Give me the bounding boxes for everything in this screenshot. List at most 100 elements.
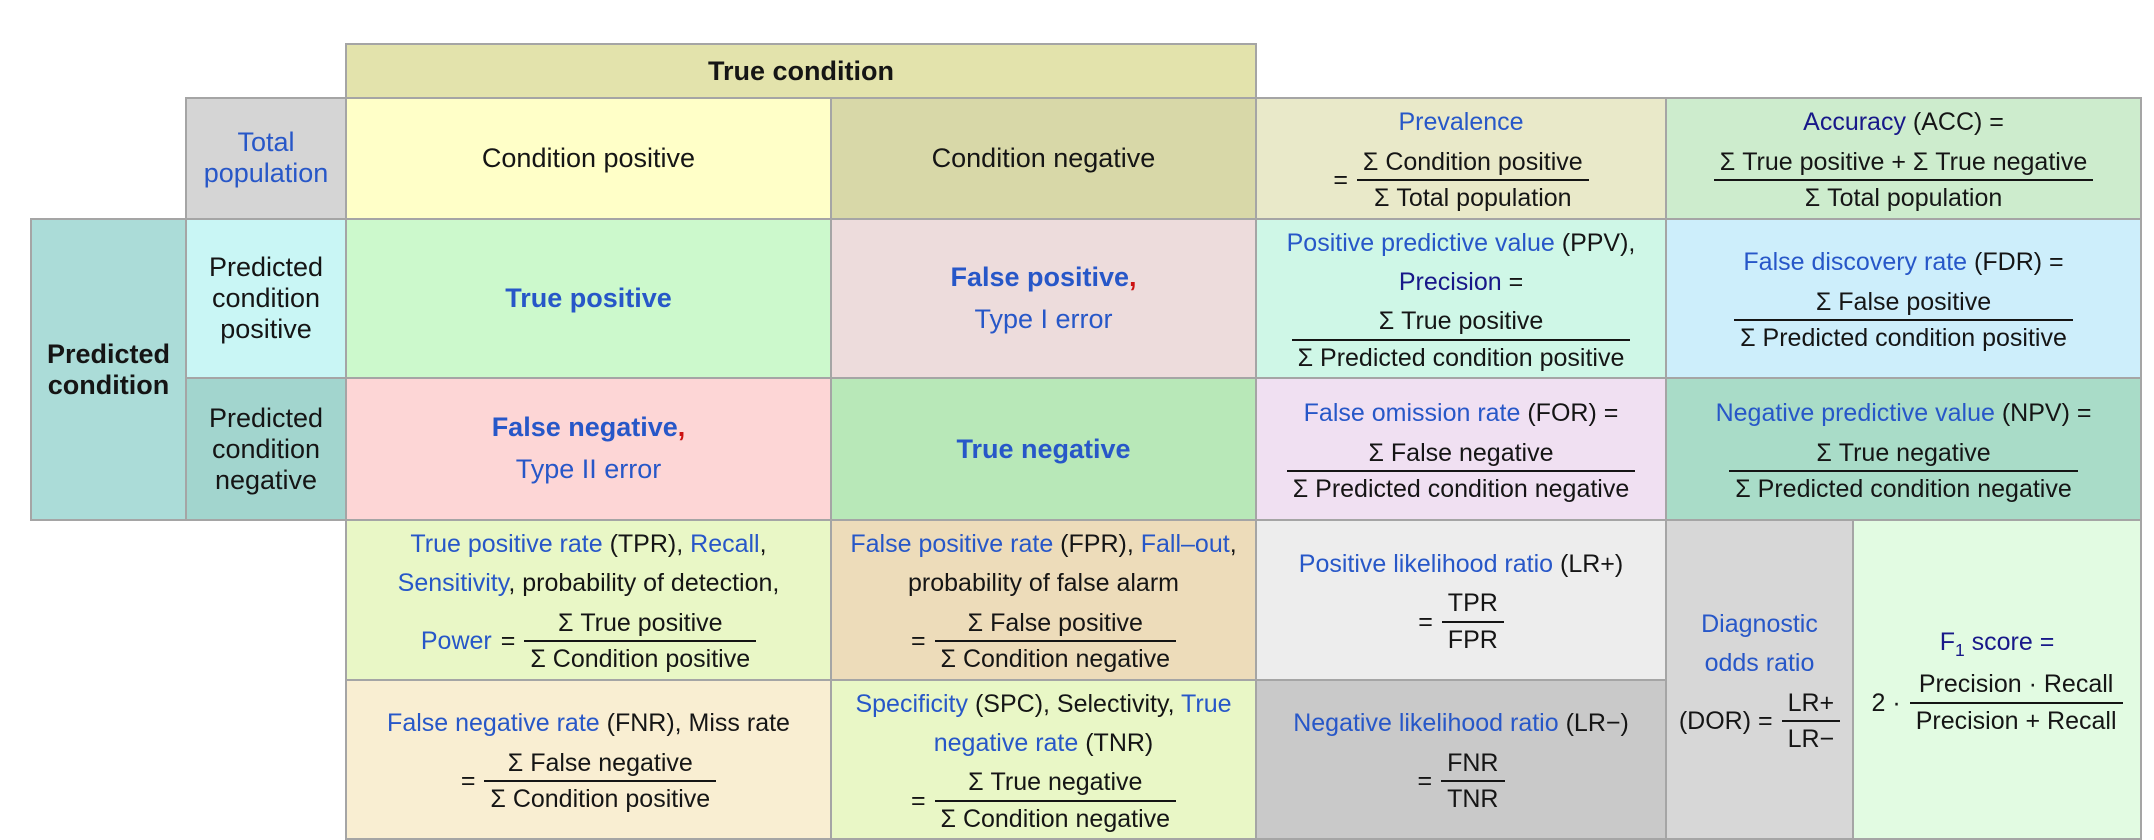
false-negative-title: False negative,	[355, 407, 822, 449]
f1-score-text: score =	[1964, 628, 2055, 657]
cell-lr-plus: Positive likelihood ratio (LR+) = TPR FP…	[1255, 519, 1667, 681]
fraction: Σ Condition positive Σ Total population	[1356, 147, 1589, 214]
ppv-title: Positive predictive value (PPV),	[1265, 224, 1657, 263]
cell-false-negative: False negative, Type II error	[345, 377, 832, 522]
link-false-negative-rate[interactable]: False negative rate	[387, 709, 600, 738]
fraction-denominator: LR−	[1787, 725, 1835, 753]
fraction: Σ False negative Σ Predicted condition n…	[1286, 438, 1636, 505]
blank-top-left	[31, 44, 346, 98]
dor-abbr-equals: (DOR) =	[1678, 706, 1773, 735]
f1-subscript: 1	[1954, 640, 1965, 661]
comma: ,	[759, 530, 767, 559]
link-false-positive-rate[interactable]: False positive rate	[850, 530, 1054, 559]
link-accuracy[interactable]: Accuracy	[1803, 108, 1906, 136]
fraction: Σ False positive Σ Predicted condition p…	[1734, 287, 2073, 354]
comma: ,	[1229, 530, 1237, 559]
equals-sign: =	[910, 786, 926, 815]
f1-formula: 2 · Precision · Recall Precision + Recal…	[1862, 669, 2132, 736]
link-false-discovery-rate[interactable]: False discovery rate	[1743, 248, 1968, 277]
probability-of-false-alarm-text: probability of false alarm	[908, 569, 1179, 597]
fraction-denominator: FPR	[1447, 625, 1498, 654]
fraction: TPR FPR	[1441, 588, 1504, 655]
fraction-denominator: Σ Total population	[1374, 184, 1572, 213]
fraction-numerator: Σ False positive	[934, 608, 1177, 643]
cell-false-positive: False positive, Type I error	[830, 217, 1257, 380]
confusion-matrix-wrapper: True condition Total population Conditio…	[30, 43, 2143, 840]
link-total-population[interactable]: Total population	[203, 127, 329, 189]
tpr-formula: Power = Σ True positive Σ Condition posi…	[355, 608, 822, 675]
fraction: Σ True negative Σ Condition negative	[934, 767, 1177, 834]
fraction-numerator: TPR	[1441, 588, 1504, 623]
two-dot-factor: 2 ·	[1871, 688, 1901, 717]
fraction-numerator: FNR	[1441, 748, 1505, 783]
link-true-positive[interactable]: True positive	[505, 283, 672, 313]
lr-minus-formula: = FNR TNR	[1265, 748, 1657, 815]
prevalence-formula: = Σ Condition positive Σ Total populatio…	[1265, 147, 1657, 214]
cell-tpr: True positive rate (TPR), Recall, Sensit…	[345, 519, 832, 681]
fraction-numerator: Σ Condition positive	[1356, 147, 1589, 182]
header-predicted-condition-positive: Predicted condition positive	[185, 217, 347, 380]
tnr-abbr: (TNR)	[1078, 728, 1154, 757]
condition-positive-label: Condition positive	[481, 142, 696, 173]
probability-of-detection-text: , probability of detection,	[508, 569, 780, 597]
fraction-numerator: Σ True positive	[1291, 306, 1631, 341]
fraction-numerator: Σ True positive + Σ True negative	[1713, 147, 2094, 182]
equals-sign: =	[460, 767, 476, 796]
lr-plus-title: Positive likelihood ratio (LR+)	[1265, 545, 1657, 584]
link-recall[interactable]: Recall	[690, 530, 760, 559]
link-sensitivity[interactable]: Sensitivity	[397, 569, 509, 597]
tpr-abbr: (TPR),	[602, 530, 691, 559]
link-positive-likelihood-ratio[interactable]: Positive likelihood ratio	[1298, 549, 1554, 578]
fraction: Σ True negative Σ Predicted condition ne…	[1729, 438, 2078, 505]
link-false-negative[interactable]: False negative	[491, 412, 678, 443]
blank-bottom-left	[31, 520, 346, 840]
accuracy-abbr: (ACC) =	[1905, 108, 2004, 136]
red-comma: ,	[1129, 261, 1137, 292]
fraction: FNR TNR	[1441, 748, 1505, 815]
link-negative-predictive-value[interactable]: Negative predictive value	[1715, 398, 1995, 427]
link-specificity[interactable]: Specificity	[855, 689, 969, 718]
blank-row2-col1	[31, 98, 186, 219]
tpr-title-line1: True positive rate (TPR), Recall,	[355, 525, 822, 564]
fraction-numerator: Precision · Recall	[1909, 669, 2123, 704]
link-type-2-error[interactable]: Type II error	[515, 454, 662, 485]
red-comma: ,	[677, 412, 686, 443]
ppv-formula: Σ True positive Σ Predicted condition po…	[1265, 306, 1657, 373]
fpr-abbr: (FPR),	[1053, 530, 1141, 559]
link-negative-likelihood-ratio[interactable]: Negative likelihood ratio	[1293, 709, 1559, 738]
fraction: Σ True positive Σ Predicted condition po…	[1291, 306, 1631, 373]
lr-plus-abbr: (LR+)	[1553, 549, 1624, 578]
link-positive-predictive-value[interactable]: Positive predictive value	[1286, 228, 1555, 257]
fraction-numerator: Σ True negative	[1729, 438, 2078, 473]
npv-formula: Σ True negative Σ Predicted condition ne…	[1675, 438, 2132, 505]
link-false-positive[interactable]: False positive	[950, 261, 1130, 292]
fraction-denominator: Σ Condition positive	[490, 785, 711, 814]
cell-dor: Diagnostic odds ratio (DOR) = LR+ LR−	[1665, 519, 1854, 840]
npv-title: Negative predictive value (NPV) =	[1675, 394, 2132, 433]
link-true-negative-rate[interactable]: True negative rate	[933, 689, 1232, 757]
condition-negative-label: Condition negative	[931, 142, 1156, 173]
fpr-title-line1: False positive rate (FPR), Fall–out,	[840, 525, 1247, 564]
accuracy-formula: Σ True positive + Σ True negative Σ Tota…	[1675, 147, 2132, 214]
fraction-denominator: Σ Total population	[1804, 184, 2003, 213]
header-predicted-condition-negative: Predicted condition negative	[185, 377, 347, 522]
link-type-1-error[interactable]: Type I error	[974, 303, 1113, 334]
for-abbr: (FOR) =	[1520, 398, 1619, 427]
f1-title: F1 score =	[1862, 623, 2132, 664]
link-false-omission-rate[interactable]: False omission rate	[1303, 398, 1521, 427]
fraction-numerator: Σ False negative	[1286, 438, 1636, 473]
link-f1-score[interactable]: F1	[1940, 628, 1965, 660]
equals-sign: =	[1417, 767, 1433, 796]
fdr-formula: Σ False positive Σ Predicted condition p…	[1675, 287, 2132, 354]
link-prevalence[interactable]: Prevalence	[1398, 108, 1524, 136]
link-true-positive-rate[interactable]: True positive rate	[410, 530, 603, 559]
fraction: LR+ LR−	[1781, 688, 1841, 755]
link-true-negative[interactable]: True negative	[956, 433, 1131, 464]
link-diagnostic-odds-ratio[interactable]: Diagnostic odds ratio	[1701, 610, 1818, 677]
fraction-denominator: Σ Predicted condition negative	[1292, 475, 1630, 504]
cell-lr-minus: Negative likelihood ratio (LR−) = FNR TN…	[1255, 678, 1667, 840]
link-fall-out[interactable]: Fall–out	[1140, 530, 1230, 559]
fraction-denominator: Σ Predicted condition positive	[1297, 343, 1625, 372]
link-power[interactable]: Power	[420, 627, 492, 655]
link-precision[interactable]: Precision	[1398, 267, 1502, 296]
